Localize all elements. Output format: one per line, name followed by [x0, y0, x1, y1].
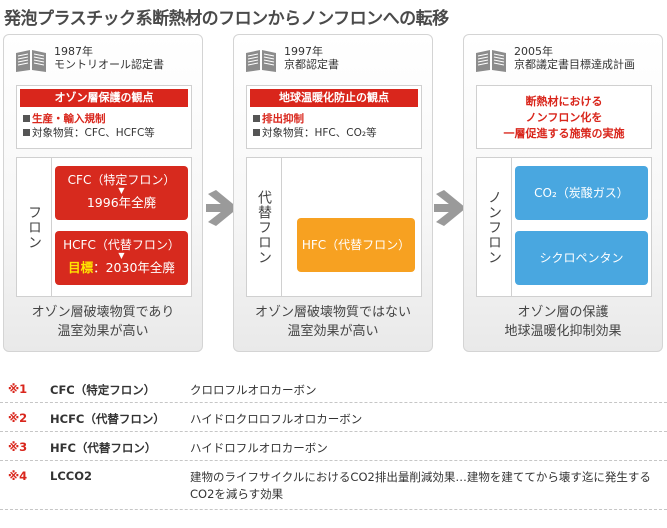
category-label: 代替フロン: [247, 158, 282, 296]
treaty-name: 京都認定書: [284, 58, 339, 71]
panel-1987: 1987年 モントリオール認定書 オゾン層保護の観点 生産・輸入規制 対象物質：…: [3, 34, 203, 352]
glossary-desc: ハイドロクロロフルオロカーボン: [190, 412, 363, 426]
panel-1997: 1997年 京都認定書 地球温暖化防止の観点 排出抑制 対象物質：HFC、CO₂…: [233, 34, 433, 352]
panel-2005: 2005年 京都議定書目標達成計画 断熱材における ノンフロン化を 一層促進する…: [463, 34, 663, 352]
down-arrow-icon: ▼: [118, 186, 125, 195]
substance-box: フロン CFC（特定フロン） ▼ 1996年全廃 HCFC（代替フロン） ▼ 目…: [16, 157, 192, 297]
viewpoint-measure: 排出抑制: [262, 113, 304, 125]
viewpoint-box: 地球温暖化防止の観点 排出抑制 対象物質：HFC、CO₂等: [246, 85, 422, 149]
bullet-icon: [253, 129, 260, 136]
substance-box: 代替フロン HFC（代替フロン）: [246, 157, 422, 297]
panel-summary: オゾン層破壊物質ではない 温室効果が高い: [254, 305, 411, 339]
treaty-name: モントリオール認定書: [54, 58, 164, 71]
glossary-row: ※2 HCFC（代替フロン） ハイドロクロロフルオロカーボン: [0, 403, 667, 432]
treaty-name: 京都議定書目標達成計画: [514, 58, 635, 71]
glossary-desc: 建物のライフサイクルにおけるCO2排出量削減効果…建物を建ててから壊す迄に発生す…: [190, 470, 651, 501]
viewpoint-target: 対象物質：HFC、CO₂等: [262, 127, 377, 139]
treaty-header: 2005年 京都議定書目標達成計画: [514, 45, 635, 71]
glossary-term: HCFC（代替フロン）: [50, 412, 165, 426]
treaty-header: 1987年 モントリオール認定書: [54, 45, 164, 71]
viewpoint-title: オゾン層保護の観点: [20, 89, 188, 107]
hcfc-goal-label: 目標: [68, 260, 94, 275]
glossary: ※1 CFC（特定フロン） クロロフルオロカーボン ※2 HCFC（代替フロン）…: [0, 374, 667, 510]
book-icon: [476, 50, 506, 72]
book-icon: [246, 50, 276, 72]
bullet-icon: [23, 129, 30, 136]
glossary-term: LCCO2: [50, 469, 92, 483]
viewpoint-measure: 生産・輸入規制: [32, 113, 106, 125]
glossary-desc: クロロフルオロカーボン: [190, 383, 317, 397]
glossary-term: CFC（特定フロン）: [50, 383, 156, 397]
book-icon: [16, 50, 46, 72]
arrow-right-icon: [434, 190, 466, 226]
treaty-year: 1987年: [54, 45, 93, 58]
glossary-desc: ハイドロフルオロカーボン: [190, 441, 328, 455]
cyclopentane-box: シクロペンタン: [515, 231, 648, 285]
treaty-year: 1997年: [284, 45, 323, 58]
viewpoint-box: オゾン層保護の観点 生産・輸入規制 対象物質：CFC、HCFC等: [16, 85, 192, 149]
treaty-year: 2005年: [514, 45, 553, 58]
hfc-box: HFC（代替フロン）: [297, 218, 415, 272]
treaty-header: 1997年 京都認定書: [284, 45, 339, 71]
viewpoint-target: 対象物質：CFC、HCFC等: [32, 127, 155, 139]
arrow-right-icon: [206, 190, 238, 226]
panel-summary: オゾン層の保護 地球温暖化抑制効果: [504, 305, 622, 339]
hcfc-label: HCFC（代替フロン）: [63, 238, 180, 252]
viewpoint-title: 地球温暖化防止の観点: [250, 89, 418, 107]
hcfc-status: ：2030年全廃: [93, 260, 175, 275]
co2-box: CO₂（炭酸ガス）: [515, 166, 648, 220]
cfc-label: CFC（特定フロン）: [67, 173, 176, 187]
cfc-status: 1996年全廃: [86, 195, 157, 210]
category-label: ノンフロン: [477, 158, 512, 296]
substance-box: ノンフロン CO₂（炭酸ガス） シクロペンタン: [476, 157, 652, 297]
glossary-row: ※1 CFC（特定フロン） クロロフルオロカーボン: [0, 374, 667, 403]
measure-box: 断熱材における ノンフロン化を 一層促進する施策の実施: [476, 85, 652, 149]
glossary-row: ※4 LCCO2 建物のライフサイクルにおけるCO2排出量削減効果…建物を建てて…: [0, 461, 667, 510]
category-label: フロン: [17, 158, 52, 296]
down-arrow-icon: ▼: [118, 251, 125, 260]
cfc-box: CFC（特定フロン） ▼ 1996年全廃: [55, 166, 188, 220]
page-title: 発泡プラスチック系断熱材のフロンからノンフロンへの転移: [4, 9, 449, 29]
bullet-icon: [23, 115, 30, 122]
hcfc-box: HCFC（代替フロン） ▼ 目標：2030年全廃: [55, 231, 188, 285]
panel-summary: オゾン層破壊物質であり 温室効果が高い: [31, 305, 175, 339]
glossary-row: ※3 HFC（代替フロン） ハイドロフルオロカーボン: [0, 432, 667, 461]
bullet-icon: [253, 115, 260, 122]
glossary-term: HFC（代替フロン）: [50, 441, 157, 455]
